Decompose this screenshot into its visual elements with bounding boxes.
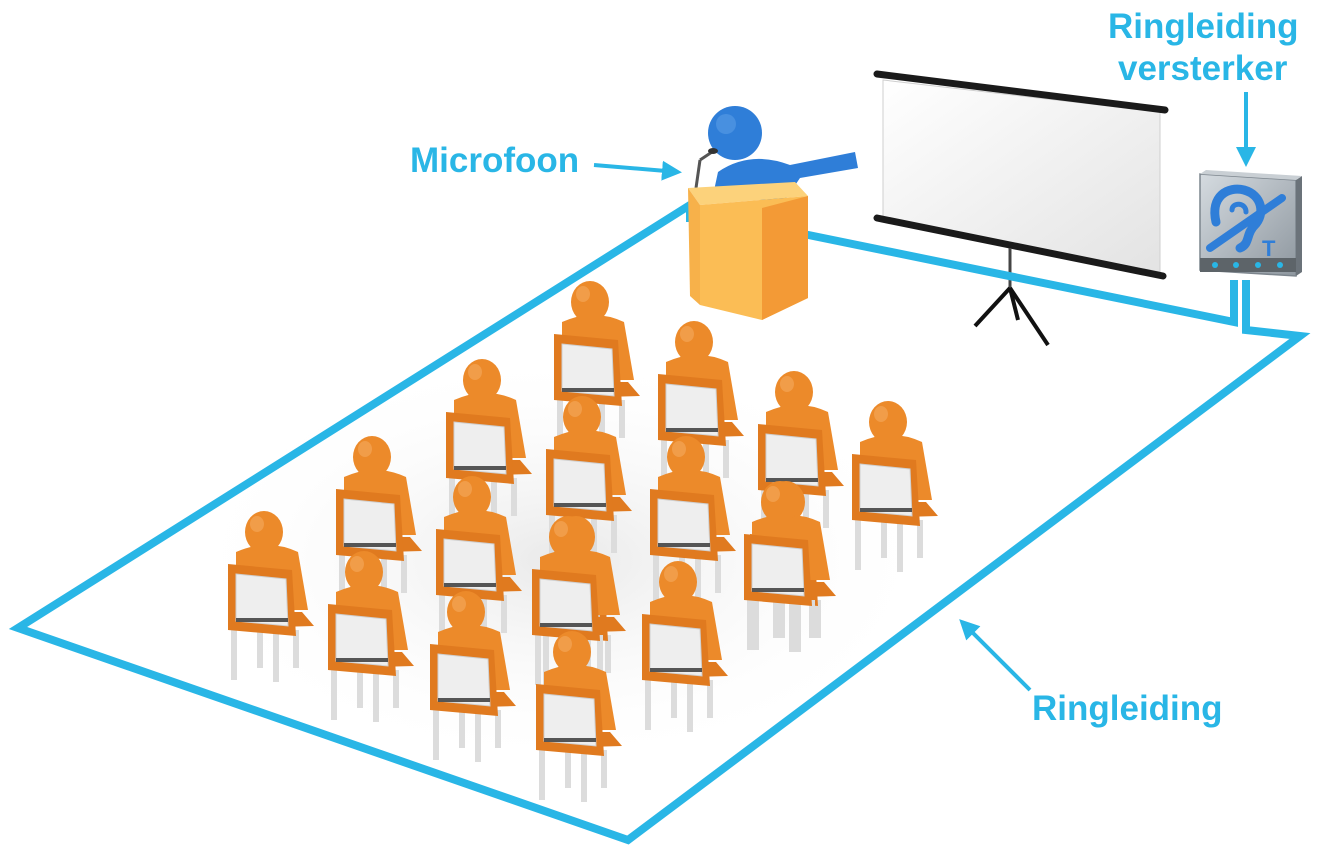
audience-member: [430, 591, 516, 762]
hearing-loop-ear-icon: [1206, 184, 1286, 253]
audience-member: [536, 631, 622, 802]
audience-member: [328, 551, 414, 722]
audience-member: [852, 401, 938, 572]
audience-member: [642, 561, 728, 732]
loop-amplifier: T: [1199, 170, 1302, 277]
pointer-arrow-icon: [959, 619, 1032, 692]
amplifier-badge: T: [1262, 236, 1276, 261]
audience-member: [546, 396, 632, 567]
audience-member: [228, 511, 314, 682]
podium-with-speaker: [688, 106, 858, 320]
label-microphone: Microfoon: [410, 141, 579, 180]
label-amplifier-line2: versterker: [1118, 49, 1288, 88]
audience-member: [744, 481, 830, 652]
projection-screen: [873, 70, 1169, 347]
pointer-arrow-icon: [593, 160, 682, 181]
audience-member: [650, 436, 736, 607]
audience: [228, 281, 938, 802]
label-amplifier-line1: Ringleiding: [1108, 7, 1299, 46]
label-loop: Ringleiding: [1032, 689, 1223, 728]
audience-member: [758, 371, 844, 542]
audience-member: [446, 359, 532, 530]
